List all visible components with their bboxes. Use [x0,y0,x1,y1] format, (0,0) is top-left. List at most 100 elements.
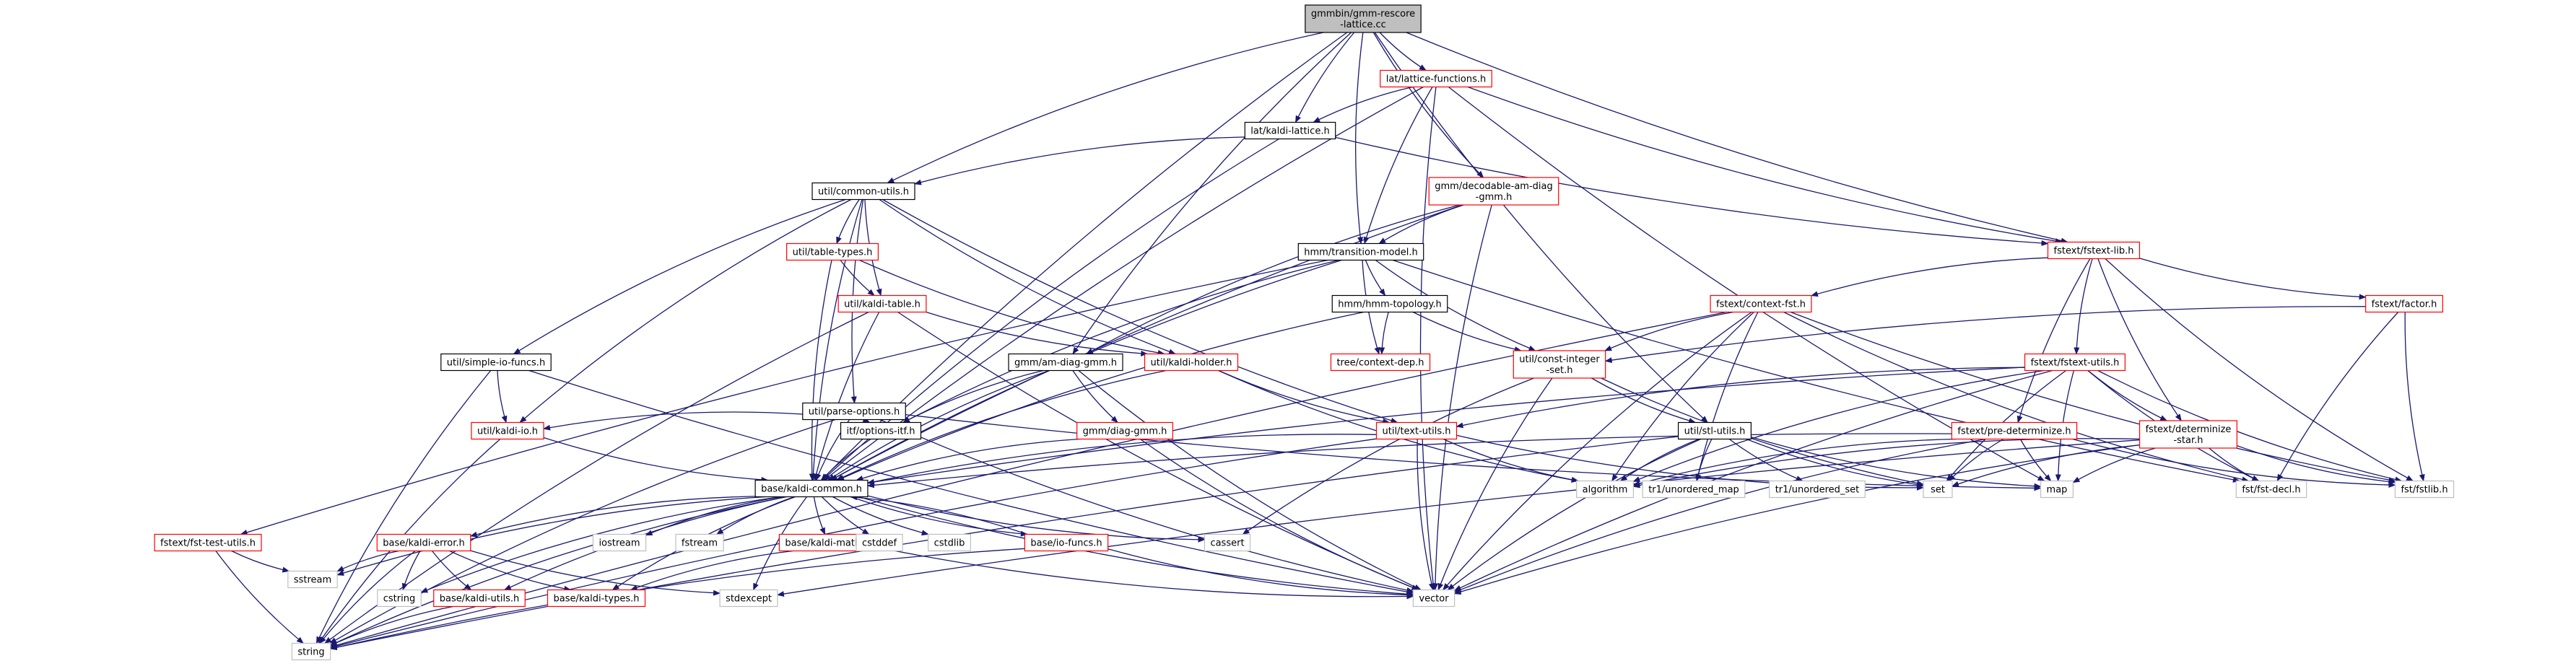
edge-parseopt-to-kaldiio [543,411,803,431]
edge-amdiag-to-optitf [902,369,1044,424]
edge-fsttest-to-sstream [231,550,290,573]
node-kalditypes[interactable]: base/kaldi-types.h [547,589,646,608]
edge-common-to-kaldiholder [879,198,1176,355]
node-box [1642,480,1746,499]
node-label: util/parse-options.h [809,407,900,418]
edge-kaldierror-to-cstring [401,551,421,591]
node-common: util/common-utils.h [811,182,915,201]
node-latfun[interactable]: lat/lattice-functions.h [1380,69,1492,88]
node-box [856,533,903,552]
node-box [840,421,922,440]
edge-constint-to-stlutils [1591,377,1697,424]
edge-iofuncs-to-kaldicommon [850,494,1028,535]
edge-amdiag-to-diaggmm [1072,370,1118,424]
node-determstar[interactable]: fstext/determinize-star.h [2139,420,2237,449]
node-box [2040,480,2074,499]
edge-contextfst-to-fstlib [1790,311,2396,483]
edge-stlutils-to-string [329,436,1679,650]
edge-hmmtopo-to-constint [1412,311,1522,352]
edge-kaldilat-to-fstextlib [1335,136,2049,246]
node-label: cassert [1210,538,1244,549]
node-label: map [2047,485,2068,496]
node-box [291,642,331,661]
node-box [1297,242,1424,261]
edge-transmodel-to-optitf [902,259,1339,424]
node-box [802,402,906,421]
edge-stlutils-to-vector [1447,438,1701,591]
edge-contextfst-to-string [329,311,1727,648]
edge-diaggmm-to-vector [1139,438,1419,591]
node-diaggmm[interactable]: gmm/diag-gmm.h [1076,421,1173,440]
node-label: -gmm.h [1476,192,1513,203]
node-kalditable[interactable]: util/kaldi-table.h [837,294,927,313]
node-label: gmm/diag-gmm.h [1083,426,1167,437]
edge-root-to-transmodel [1355,32,1364,245]
node-box [376,533,471,552]
node-contextfst[interactable]: fstext/context-fst.h [1710,294,1812,313]
edge-kaldicommon-to-sstream [336,496,766,576]
node-box [1008,353,1123,372]
edge-latfun-to-kaldilat [1313,86,1413,123]
node-box [675,533,724,552]
node-label: vector [1419,594,1449,605]
edge-common-to-tabletypes [836,199,860,245]
edge-transmodel-to-fsttest [240,259,1328,535]
node-textutils[interactable]: util/text-utils.h [1375,421,1458,440]
edge-kaldicommon-to-kaldimath [813,496,826,535]
node-constint[interactable]: util/const-integer-set.h [1513,350,1606,379]
node-label: cstdlib [934,538,965,549]
node-label: lat/lattice-functions.h [1386,74,1487,85]
node-kaldiholder[interactable]: util/kaldi-holder.h [1144,353,1239,372]
edge-latfun-to-kaldicommon [823,86,1424,481]
edge-kaldierror-to-kalditypes [449,550,572,592]
node-tabletypes[interactable]: util/table-types.h [786,242,879,261]
node-fstextlib[interactable]: fstext/fstext-lib.h [2047,241,2141,260]
edge-common-to-kaldiio [519,198,852,424]
node-map: map [2040,480,2074,499]
node-label: lat/kaldi-lattice.h [1250,126,1329,137]
node-hmmtopo: hmm/hmm-topology.h [1331,294,1448,313]
edge-kaldicommon-to-stdexcept [752,496,807,591]
edge-kaldimath-to-kalditypes [630,550,793,591]
edge-transmodel-to-fstdecl [1392,259,2240,483]
node-amdiag: gmm/am-diag-gmm.h [1008,353,1123,372]
node-box [2139,420,2237,449]
edge-determstar-to-stdexcept [776,439,2140,597]
node-ctxdep[interactable]: tree/context-dep.h [1330,353,1431,372]
edge-contextfst-to-tr1umap [1695,312,1759,482]
edge-simpleio-to-vector [528,369,1414,595]
node-iofuncs[interactable]: base/io-funcs.h [1024,533,1109,552]
node-predet[interactable]: fstext/pre-determinize.h [1951,421,2078,440]
node-cstdlib: cstdlib [928,533,971,552]
node-decod[interactable]: gmm/decodable-am-diag-gmm.h [1428,177,1559,206]
node-kaldimath[interactable]: base/kaldi-math.h [778,533,876,552]
node-fstream: fstream [675,533,724,552]
node-label: fstext/fstext-lib.h [2054,246,2134,257]
edge-fstextutils-to-textutils [1455,367,2025,429]
edge-common-to-simpleio [513,198,846,355]
edge-determstar-to-fstlib [2237,445,2396,485]
node-label: base/kaldi-utils.h [440,594,520,605]
node-fsttest[interactable]: fstext/fst-test-utils.h [154,533,262,552]
node-box [1144,353,1239,372]
node-label: fst/fst-decl.h [2242,485,2300,496]
edge-kaldiutils-to-string [329,605,453,647]
node-box [471,421,544,440]
node-kaldiutils[interactable]: base/kaldi-utils.h [433,589,526,608]
edge-determstar-to-vector [1453,444,2140,595]
node-box [2365,294,2443,313]
node-box [1375,421,1458,440]
node-kaldierror[interactable]: base/kaldi-error.h [376,533,471,552]
node-box [1331,294,1448,313]
edge-fstextutils-to-vector [1453,369,2053,592]
node-vector: vector [1412,589,1455,608]
edge-textutils-to-algorithm [1443,438,1579,483]
node-label: itf/options-itf.h [847,426,915,437]
node-kaldiio[interactable]: util/kaldi-io.h [471,421,544,440]
edge-determstar-to-fstdecl [2209,447,2260,482]
node-fstextutils[interactable]: fstext/fstext-utils.h [2024,353,2125,372]
edge-predet-to-set [1948,438,2004,482]
nodes-layer: gmmbin/gmm-rescore-lattice.cclat/lattice… [154,4,2455,661]
edge-fstextlib-to-determstar [2097,258,2182,421]
node-factor[interactable]: fstext/factor.h [2365,294,2443,313]
